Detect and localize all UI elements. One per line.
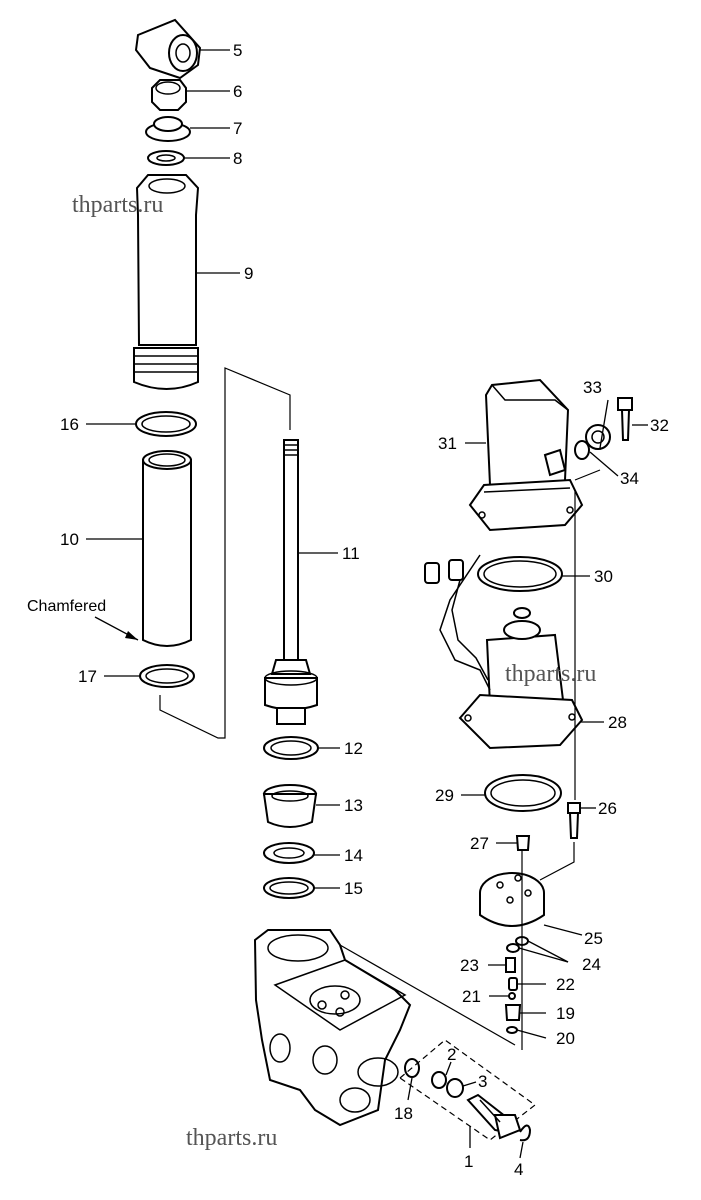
assembly-path-housing [339,944,516,1046]
callout-33: 33 [583,378,602,397]
part-26-bolt [567,802,581,839]
chamfered-arrow [94,616,139,641]
callout-32: 32 [650,416,669,435]
callout-31: 31 [438,434,457,453]
part-11-piston-rod [264,439,318,725]
watermark-top: thparts.ru [72,192,163,218]
watermark-bottom: thparts.ru [186,1125,277,1151]
callout-9: 9 [244,264,253,283]
callout-6: 6 [233,82,242,101]
callout-14: 14 [344,846,363,865]
callout-19: 19 [556,1004,575,1023]
callout-3: 3 [478,1072,487,1091]
callout-labels: 5 6 7 8 9 16 10 17 11 12 13 14 15 31 33 … [27,41,669,1179]
part-23-spring [505,957,516,973]
part-9-cylinder-tube [133,174,200,390]
callout-26: 26 [598,799,617,818]
part-13-seal-housing [262,784,318,828]
part-30-o-ring [477,556,563,592]
callout-11: 11 [342,544,360,563]
callout-24: 24 [582,955,601,974]
part-15-o-ring [263,877,315,899]
callout-34: 34 [620,469,639,488]
assembly-path-right-a [574,469,601,481]
chamfered-note: Chamfered [27,598,106,615]
part-33-plug [585,424,611,450]
part-4-clip [519,1124,532,1142]
callout-22: 22 [556,975,575,994]
part-8-washer [147,150,185,166]
part-12-o-ring [263,736,319,760]
part-14-bushing [263,842,315,864]
callout-15: 15 [344,879,363,898]
part-29-o-ring [484,774,562,812]
part-27-plug [515,835,531,851]
part-28-motor [424,554,584,750]
part-32-bolt [617,397,633,441]
part-16-o-ring [135,411,197,437]
part-10-inner-sleeve [142,450,192,647]
callout-28: 28 [608,713,627,732]
callout-7: 7 [233,119,242,138]
callout-4: 4 [514,1160,523,1179]
assembly-path-left [159,367,291,739]
pump-housing [253,929,412,1127]
callout-20: 20 [556,1029,575,1048]
callout-27: 27 [470,834,489,853]
part-1-valve [466,1093,522,1140]
callout-29: 29 [435,786,454,805]
callout-1: 1 [464,1152,473,1171]
callout-13: 13 [344,796,363,815]
part-7-seal-cap [145,116,191,142]
part-31-motor-cover [468,378,584,532]
part-5-cap [134,18,202,80]
callout-2: 2 [447,1045,456,1064]
part-6-nut [151,79,187,111]
exploded-detail-box [399,1039,537,1141]
callout-17: 17 [78,667,97,686]
callout-25: 25 [584,929,603,948]
leader-lines [86,49,648,1159]
assembly-path-right-c [539,842,575,881]
part-21-ball [508,992,516,1000]
part-34-washer [574,440,590,460]
callout-5: 5 [233,41,242,60]
part-25-valve-block [479,872,545,927]
callout-12: 12 [344,739,363,758]
part-3-o-ring [446,1078,464,1098]
callout-30: 30 [594,567,613,586]
callout-18: 18 [394,1104,413,1123]
callout-8: 8 [233,149,242,168]
part-22-piston [508,977,518,991]
part-2-o-ring [431,1071,447,1089]
part-19-valve-seat [504,1004,522,1021]
part-20-o-ring [506,1026,518,1034]
callout-23: 23 [460,956,479,975]
callout-10: 10 [60,530,79,549]
part-17-o-ring [139,664,195,688]
callout-21: 21 [462,987,481,1006]
watermark-middle: thparts.ru [505,661,596,687]
callout-16: 16 [60,415,79,434]
